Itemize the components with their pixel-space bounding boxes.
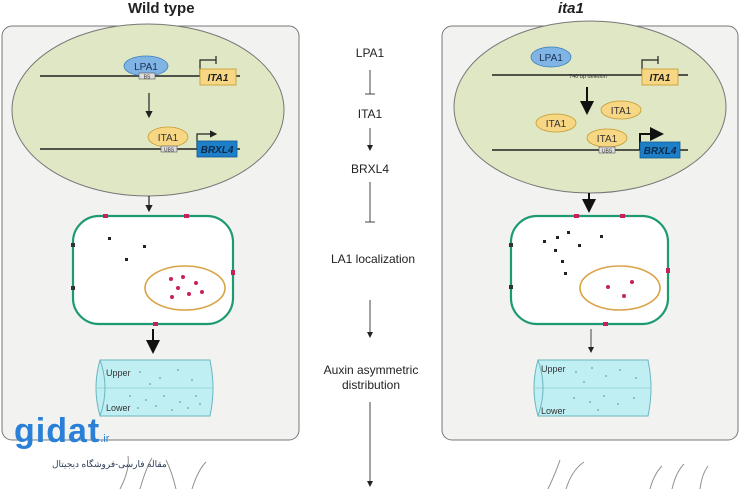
right-vacuole-dots <box>606 280 634 298</box>
left-nucleus <box>11 23 285 197</box>
pathway-la1-localization: LA1 localization <box>330 252 416 266</box>
pathway-brxl4: BRXL4 <box>350 162 390 176</box>
pathway-lpa1: LPA1 <box>355 46 385 60</box>
right-ita1-gene-label: ITA1 <box>650 73 671 84</box>
left-promoter-box <box>138 72 156 80</box>
right-nucleus <box>453 20 727 194</box>
right-ita1-gene <box>641 68 679 86</box>
watermark-suffix: .ir <box>100 433 110 445</box>
right-ita1-protein-b <box>535 113 577 133</box>
left-auxin-dots <box>129 369 201 411</box>
right-membrane-markers-dark <box>509 243 513 289</box>
left-promoter-label: BS <box>144 75 151 81</box>
right-auxin-dots <box>573 367 637 411</box>
left-cytoplasm-dots <box>108 237 146 261</box>
right-ita1-protein-b-label: ITA1 <box>546 119 567 130</box>
left-ubs-label: UBS <box>164 148 175 154</box>
pathway-arrows <box>365 70 375 487</box>
right-ita1-protein-a <box>600 100 642 120</box>
right-ita1-protein-c-label: ITA1 <box>597 134 618 145</box>
right-vacuole <box>579 265 661 311</box>
left-ubs-box <box>160 145 178 153</box>
left-lower-label: Lower <box>106 403 131 413</box>
pathway-auxin-line2: distribution <box>341 378 401 392</box>
left-panel-title: Wild type <box>128 0 195 17</box>
left-lpa1-label: LPA1 <box>134 62 158 73</box>
watermark-logo: gidat.ir <box>14 412 109 451</box>
left-tissue-end <box>99 359 106 417</box>
right-cytoplasm-dots <box>543 231 603 275</box>
left-brxl4-gene-label: BRXL4 <box>201 145 234 156</box>
right-panel-title: ita1 <box>558 0 584 17</box>
right-tissue-end <box>537 359 544 417</box>
right-ita1-protein-a-label: ITA1 <box>611 106 632 117</box>
right-lpa1-protein <box>530 46 572 68</box>
left-ita1-protein-label: ITA1 <box>158 133 179 144</box>
left-membrane-markers-dark <box>71 243 75 290</box>
left-upper-label: Upper <box>106 368 131 378</box>
left-brxl4-gene <box>196 140 238 158</box>
right-brxl4-gene-label: BRXL4 <box>644 146 677 157</box>
right-deletion-label: 740 bp deletion <box>569 74 607 80</box>
grass-decoration <box>119 455 709 489</box>
right-membrane-markers <box>574 214 670 326</box>
right-ubs-box <box>598 146 616 154</box>
watermark-tagline: مقاله فارسی-فروشگاه دیجیتال <box>52 459 167 469</box>
left-vacuole <box>144 265 226 311</box>
left-vacuole-dots <box>169 275 204 299</box>
right-upper-label: Upper <box>541 364 566 374</box>
right-lpa1-label: LPA1 <box>539 53 563 64</box>
right-brxl4-gene <box>639 141 681 159</box>
pathway-ita1: ITA1 <box>357 107 383 121</box>
left-ita1-gene <box>199 68 237 86</box>
pathway-auxin-line1: Auxin asymmetric <box>323 363 419 377</box>
left-membrane-markers <box>103 214 235 326</box>
left-ita1-gene-label: ITA1 <box>208 73 229 84</box>
watermark-logo-text: gidat <box>14 412 101 450</box>
right-lower-label: Lower <box>541 406 566 416</box>
right-ubs-label: UBS <box>602 149 613 155</box>
